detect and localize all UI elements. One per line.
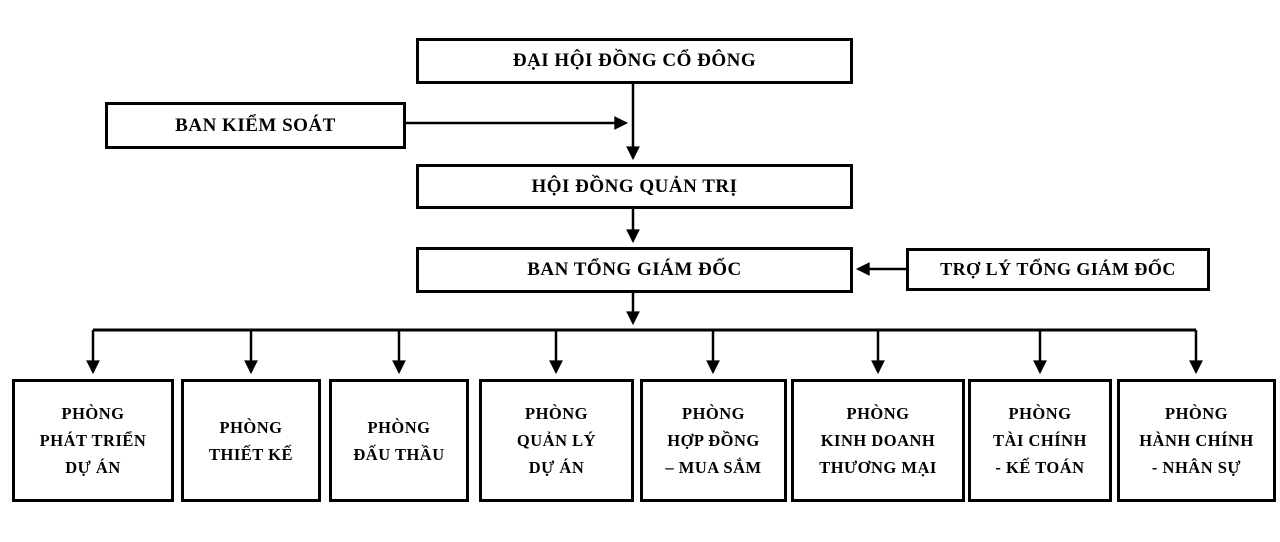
node-board-of-directors: HỘI ĐỒNG QUẢN TRỊ [416,164,853,209]
dept-project-management-label: PHÒNG QUẢN LÝ DỰ ÁN [516,404,597,477]
dept-bidding: PHÒNG ĐẤU THẦU [329,379,469,502]
dept-design: PHÒNG THIẾT KẾ [181,379,321,502]
dept-finance-accounting-label: PHÒNG TÀI CHÍNH - KẾ TOÁN [993,404,1087,477]
dept-commercial-business-label: PHÒNG KINH DOANH THƯƠNG MẠI [819,404,937,477]
dept-project-management: PHÒNG QUẢN LÝ DỰ ÁN [479,379,634,502]
node-supervisory-board: BAN KIỂM SOÁT [105,102,406,149]
dept-admin-hr: PHÒNG HÀNH CHÍNH - NHÂN SỰ [1117,379,1276,502]
node-board-of-directors-label: HỘI ĐỒNG QUẢN TRỊ [531,175,738,197]
dept-project-development-label: PHÒNG PHÁT TRIỂN DỰ ÁN [39,404,147,477]
node-assistant-general-director-label: TRỢ LÝ TỔNG GIÁM ĐỐC [940,259,1176,279]
dept-project-development: PHÒNG PHÁT TRIỂN DỰ ÁN [12,379,174,502]
node-shareholders-meeting: ĐẠI HỘI ĐỒNG CỔ ĐÔNG [416,38,853,84]
node-assistant-general-director: TRỢ LÝ TỔNG GIÁM ĐỐC [906,248,1210,291]
dept-bidding-label: PHÒNG ĐẤU THẦU [353,417,445,464]
node-shareholders-meeting-label: ĐẠI HỘI ĐỒNG CỔ ĐÔNG [512,50,757,71]
dept-contract-procurement-label: PHÒNG HỢP ĐỒNG – MUA SẮM [665,404,762,477]
dept-admin-hr-label: PHÒNG HÀNH CHÍNH - NHÂN SỰ [1139,404,1254,477]
dept-design-label: PHÒNG THIẾT KẾ [209,417,293,464]
dept-finance-accounting: PHÒNG TÀI CHÍNH - KẾ TOÁN [968,379,1112,502]
node-supervisory-board-label: BAN KIỂM SOÁT [175,114,336,136]
node-general-directors-board: BAN TỔNG GIÁM ĐỐC [416,247,853,293]
dept-contract-procurement: PHÒNG HỢP ĐỒNG – MUA SẮM [640,379,787,502]
node-general-directors-board-label: BAN TỔNG GIÁM ĐỐC [527,259,742,280]
dept-commercial-business: PHÒNG KINH DOANH THƯƠNG MẠI [791,379,965,502]
